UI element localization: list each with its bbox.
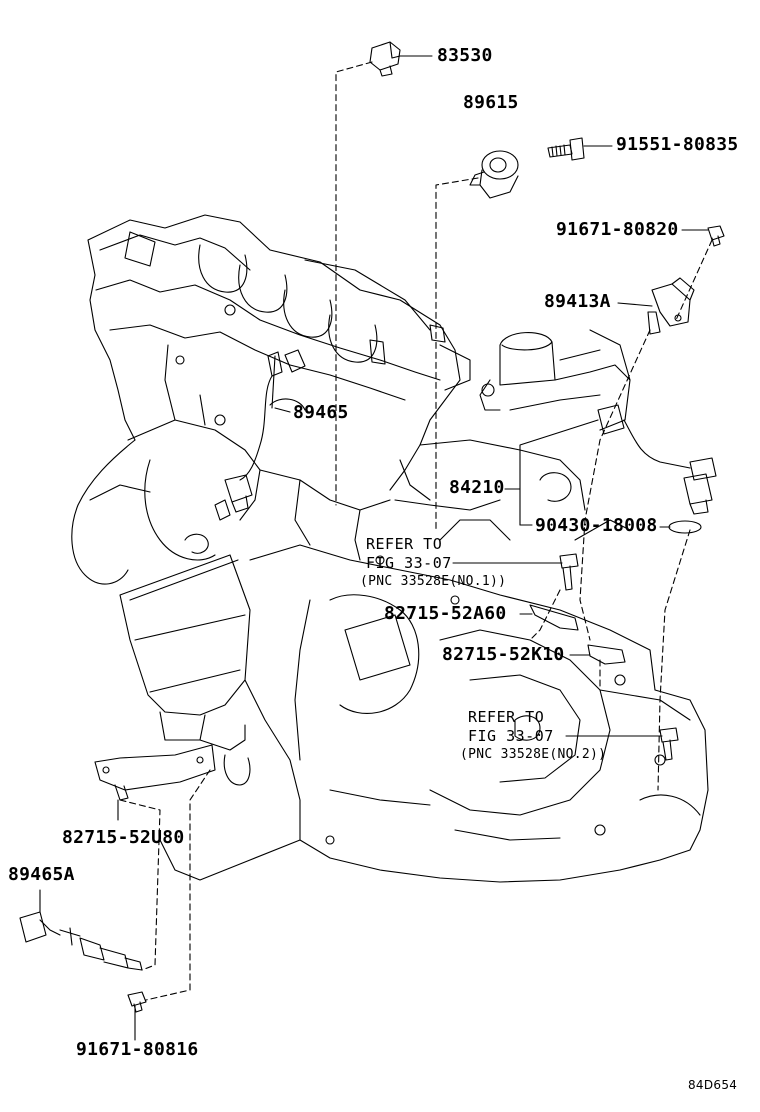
part-label-84210[interactable]: 84210 — [449, 477, 505, 498]
backup-light-switch-icon — [597, 404, 717, 515]
oil-pressure-switch-icon — [369, 41, 401, 77]
clamp-52K10-icon — [587, 644, 626, 665]
clamp-52A60-icon — [529, 604, 579, 631]
bolt-91671-80816-icon — [127, 991, 147, 1013]
reference-2-line3: (PNC 33528E(NO.2)) — [460, 747, 607, 762]
oxygen-sensor-upper-icon — [214, 349, 306, 521]
bolt-91671-80820-icon — [707, 225, 725, 247]
part-label-91671-80820[interactable]: 91671-80820 — [556, 219, 679, 240]
reference-1-line1: REFER TO — [366, 535, 443, 553]
knock-sensor-icon — [469, 150, 519, 199]
reference-2-line2[interactable]: FIG 33-07 — [468, 727, 554, 745]
dashed-leaders — [119, 61, 713, 1001]
solid-leaders — [39, 55, 709, 1041]
bolt-lower-right-icon — [659, 727, 679, 761]
bracket-52U80-icon — [94, 744, 216, 801]
part-label-91671-80816[interactable]: 91671-80816 — [76, 1039, 199, 1060]
reference-1-line2[interactable]: FIG 33-07 — [366, 554, 452, 572]
reference-2-line1: REFER TO — [468, 708, 545, 726]
part-label-82715-52U80[interactable]: 82715-52U80 — [62, 827, 185, 848]
part-label-90430-18008[interactable]: 90430-18008 — [535, 515, 658, 536]
bolt-91551-icon — [547, 137, 585, 161]
part-label-82715-52K10[interactable]: 82715-52K10 — [442, 644, 565, 665]
part-label-89615[interactable]: 89615 — [463, 92, 519, 113]
part-label-89465[interactable]: 89465 — [293, 402, 349, 423]
part-label-82715-52A60[interactable]: 82715-52A60 — [384, 603, 507, 624]
part-label-91551-80835[interactable]: 91551-80835 — [616, 134, 739, 155]
engine-block — [71, 214, 709, 883]
part-label-83530[interactable]: 83530 — [437, 45, 493, 66]
gasket-icon — [668, 520, 702, 534]
speed-sensor-icon — [647, 277, 695, 335]
bolt-upper-icon — [559, 553, 579, 591]
drawing-code: 84D654 — [688, 1078, 738, 1092]
part-icons — [19, 41, 725, 1013]
reference-1-line3: (PNC 33528E(NO.1)) — [360, 574, 507, 589]
part-label-89413A[interactable]: 89413A — [544, 291, 611, 312]
part-label-89465A[interactable]: 89465A — [8, 864, 75, 885]
oxygen-sensor-lower-icon — [19, 911, 143, 971]
